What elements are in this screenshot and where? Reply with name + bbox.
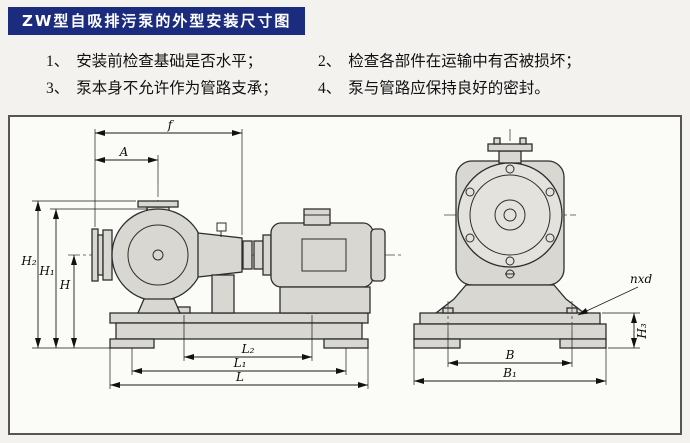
motor-foot-pedestal — [279, 286, 371, 314]
note-1: 1、安装前检查基础是否水平； — [46, 48, 318, 75]
note-2-number: 2、 — [318, 53, 342, 70]
casing-support-foot — [137, 298, 181, 314]
note-3-text: 泵本身不允许作为管路支承； — [76, 80, 278, 97]
dim-label-H1: H₁ — [38, 264, 54, 278]
dim-label-L1: L₁ — [233, 356, 247, 370]
baseplate-top — [109, 312, 369, 324]
note-4-text: 泵与管路应保持良好的密封。 — [348, 80, 550, 97]
pump-casing — [111, 208, 205, 302]
page-title: ZW型自吸排污泵的外型安装尺寸图 — [8, 7, 306, 35]
discharge-flange — [137, 200, 179, 208]
pump-dimension-drawing: f A H₂ H₁ H L₂ L₁ — [20, 118, 652, 389]
discharge-flange-front — [487, 143, 533, 152]
hub-circle — [494, 199, 526, 231]
side-view-dimensions: f A H₂ H₁ H L₂ L₁ — [20, 118, 369, 389]
motor-front-endcap — [262, 234, 272, 276]
casing-cover-circle — [127, 224, 189, 286]
dim-label-H2: H₂ — [20, 254, 36, 268]
bolt-hole — [465, 233, 475, 243]
suction-flange-hub — [102, 229, 113, 281]
dim-label-H: H — [59, 278, 71, 292]
dim-label-f: f — [167, 118, 175, 132]
base-top-plate — [419, 312, 601, 325]
motor-frame-detail — [301, 238, 347, 272]
nxd-leader-line — [577, 286, 639, 316]
bolt-hole — [505, 164, 515, 174]
motor-fan-cover — [370, 228, 386, 282]
front-view-dimensions: nxd H₃ B B₁ — [413, 272, 652, 385]
dim-label-H3: H₃ — [635, 323, 649, 339]
dim-label-A: A — [119, 145, 129, 159]
installation-notes: 1、安装前检查基础是否水平； 2、检查各部件在运输中有否被损坏； 3、泵本身不允… — [46, 48, 690, 102]
note-2-text: 检查各部件在运输中有否被损坏； — [348, 53, 581, 70]
front-cover-inner-circle — [469, 174, 551, 256]
base-foot-right — [559, 338, 607, 349]
base-foot-left — [413, 338, 461, 349]
dim-label-B1: B₁ — [502, 366, 517, 380]
motor-junction-box — [303, 208, 331, 226]
dim-label-nxd: nxd — [630, 272, 652, 286]
bolt-hole — [465, 187, 475, 197]
pump-side-view — [68, 185, 402, 349]
front-cover-flange — [457, 162, 563, 268]
bolt-hole — [545, 233, 555, 243]
motor-body — [270, 222, 374, 288]
dimension-drawing-frame: f A H₂ H₁ H L₂ L₁ — [8, 115, 682, 435]
bearing-bracket — [197, 232, 243, 278]
bolt-hole — [545, 187, 555, 197]
pump-front-view — [413, 129, 607, 349]
bracket-support — [211, 274, 235, 314]
note-4: 4、泵与管路应保持良好的密封。 — [318, 75, 690, 102]
base-body — [413, 323, 607, 340]
priming-valve — [216, 222, 227, 232]
suction-pipe — [97, 234, 104, 276]
baseplate-body — [115, 322, 363, 340]
notes-row-2: 3、泵本身不允许作为管路支承； 4、泵与管路应保持良好的密封。 — [46, 75, 690, 102]
flange-stud — [493, 137, 501, 145]
casing-center-plug — [152, 249, 164, 261]
coupling-half-right — [253, 240, 264, 270]
note-3-number: 3、 — [46, 80, 70, 97]
dim-label-L2: L₂ — [241, 342, 255, 356]
note-1-text: 安装前检查基础是否水平； — [76, 53, 263, 70]
notes-row-1: 1、安装前检查基础是否水平； 2、检查各部件在运输中有否被损坏； — [46, 48, 690, 75]
note-3: 3、泵本身不允许作为管路支承； — [46, 75, 318, 102]
coupling-half-left — [242, 240, 253, 270]
shaft-end-circle — [503, 208, 517, 222]
note-4-number: 4、 — [318, 80, 342, 97]
flange-stud — [519, 137, 527, 145]
note-1-number: 1、 — [46, 53, 70, 70]
dim-label-B: B — [505, 348, 515, 362]
note-2: 2、检查各部件在运输中有否被损坏； — [318, 48, 690, 75]
suction-flange-plate — [91, 228, 99, 282]
dim-label-L: L — [235, 370, 244, 384]
baseplate-foot-left — [109, 338, 155, 349]
baseplate-foot-right — [323, 338, 369, 349]
discharge-pipe-front — [498, 150, 522, 164]
bolt-hole — [505, 256, 515, 266]
pedestal — [434, 284, 586, 314]
